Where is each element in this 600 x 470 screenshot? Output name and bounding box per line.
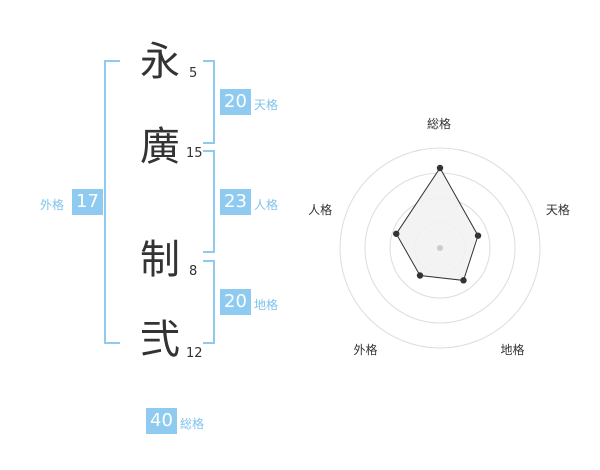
gaikaku-bracket (104, 60, 120, 344)
radar-point (393, 230, 400, 237)
tenkaku-label: 天格 (254, 98, 279, 112)
radar-axis-label: 外格 (353, 343, 378, 358)
jinkaku-label: 人格 (254, 198, 279, 212)
radar-point (416, 272, 424, 279)
jinkaku-value: 23 (220, 189, 251, 215)
radar-data-polygon (395, 167, 479, 281)
chikaku-label: 地格 (254, 298, 279, 312)
radar-ring (339, 147, 541, 349)
radar-axis-label: 天格 (545, 203, 570, 218)
stroke-count-2: 15 (186, 146, 203, 161)
name-char-4: 弐 (140, 317, 180, 363)
gaikaku-value: 17 (72, 189, 103, 215)
radar-point (474, 232, 482, 239)
radar-center-dot (437, 245, 443, 251)
name-char-3: 制 (140, 237, 180, 283)
soukaku-label: 総格 (180, 417, 205, 431)
chikaku-value: 20 (220, 289, 251, 315)
stroke-count-1: 5 (189, 66, 198, 81)
name-char-2: 廣 (140, 124, 180, 170)
radar-axis-label: 地格 (500, 343, 525, 358)
radar-point (460, 277, 467, 284)
radar-axis-label: 人格 (308, 203, 333, 218)
chikaku-bracket (203, 260, 215, 344)
gaikaku-label: 外格 (40, 198, 65, 212)
soukaku-value: 40 (146, 408, 177, 434)
stroke-count-4: 12 (186, 346, 203, 361)
jinkaku-bracket (203, 150, 215, 253)
radar-axis-label: 総格 (427, 117, 452, 131)
name-char-1: 永 (140, 39, 180, 85)
tenkaku-bracket (203, 60, 215, 144)
tenkaku-value: 20 (220, 89, 251, 115)
stroke-count-3: 8 (189, 264, 198, 279)
radar-point (436, 164, 444, 172)
